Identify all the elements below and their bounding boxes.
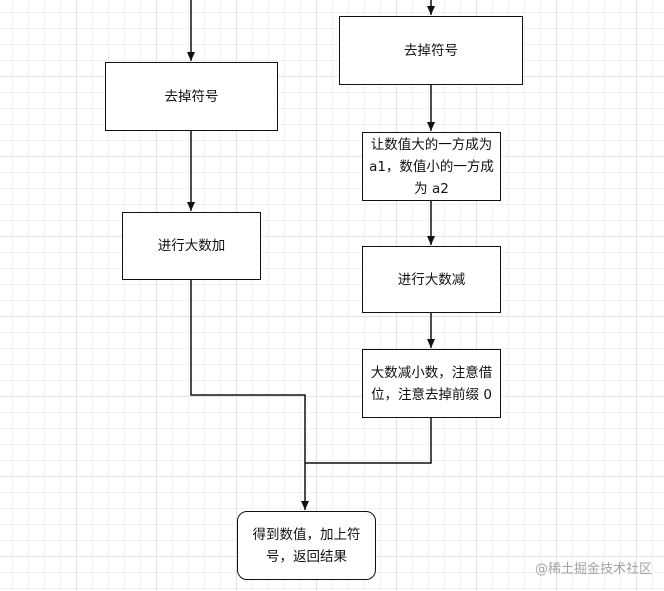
right-assign-a1-a2-label: 让数值大的一方成为 a1，数值小的一方成为 a2	[369, 136, 494, 197]
right-assign-a1-a2-node[interactable]: 让数值大的一方成为 a1，数值小的一方成为 a2	[362, 132, 501, 201]
watermark: @稀土掘金技术社区	[535, 558, 652, 577]
edge-borrow-note-to-result	[305, 418, 432, 464]
left-big-add-node[interactable]: 进行大数加	[122, 212, 261, 280]
right-borrow-note-label: 大数减小数，注意借位，注意去掉前缀 0	[370, 364, 493, 403]
left-strip-sign-node[interactable]: 去掉符号	[105, 62, 278, 131]
left-big-add-label: 进行大数加	[157, 238, 226, 254]
right-strip-sign-node[interactable]: 去掉符号	[339, 16, 523, 85]
right-big-sub-label: 进行大数减	[397, 271, 466, 288]
left-strip-sign-label: 去掉符号	[164, 88, 219, 105]
watermark-text: @稀土掘金技术社区	[534, 562, 652, 577]
right-strip-sign-label: 去掉符号	[404, 42, 458, 59]
result-node[interactable]: 得到数值，加上符号，返回结果	[237, 511, 376, 580]
right-borrow-note-node[interactable]: 大数减小数，注意借位，注意去掉前缀 0	[362, 349, 501, 418]
result-label: 得到数值，加上符号，返回结果	[252, 526, 361, 565]
right-big-sub-node[interactable]: 进行大数减	[362, 246, 501, 313]
edge-big-add-to-result	[190, 280, 309, 510]
